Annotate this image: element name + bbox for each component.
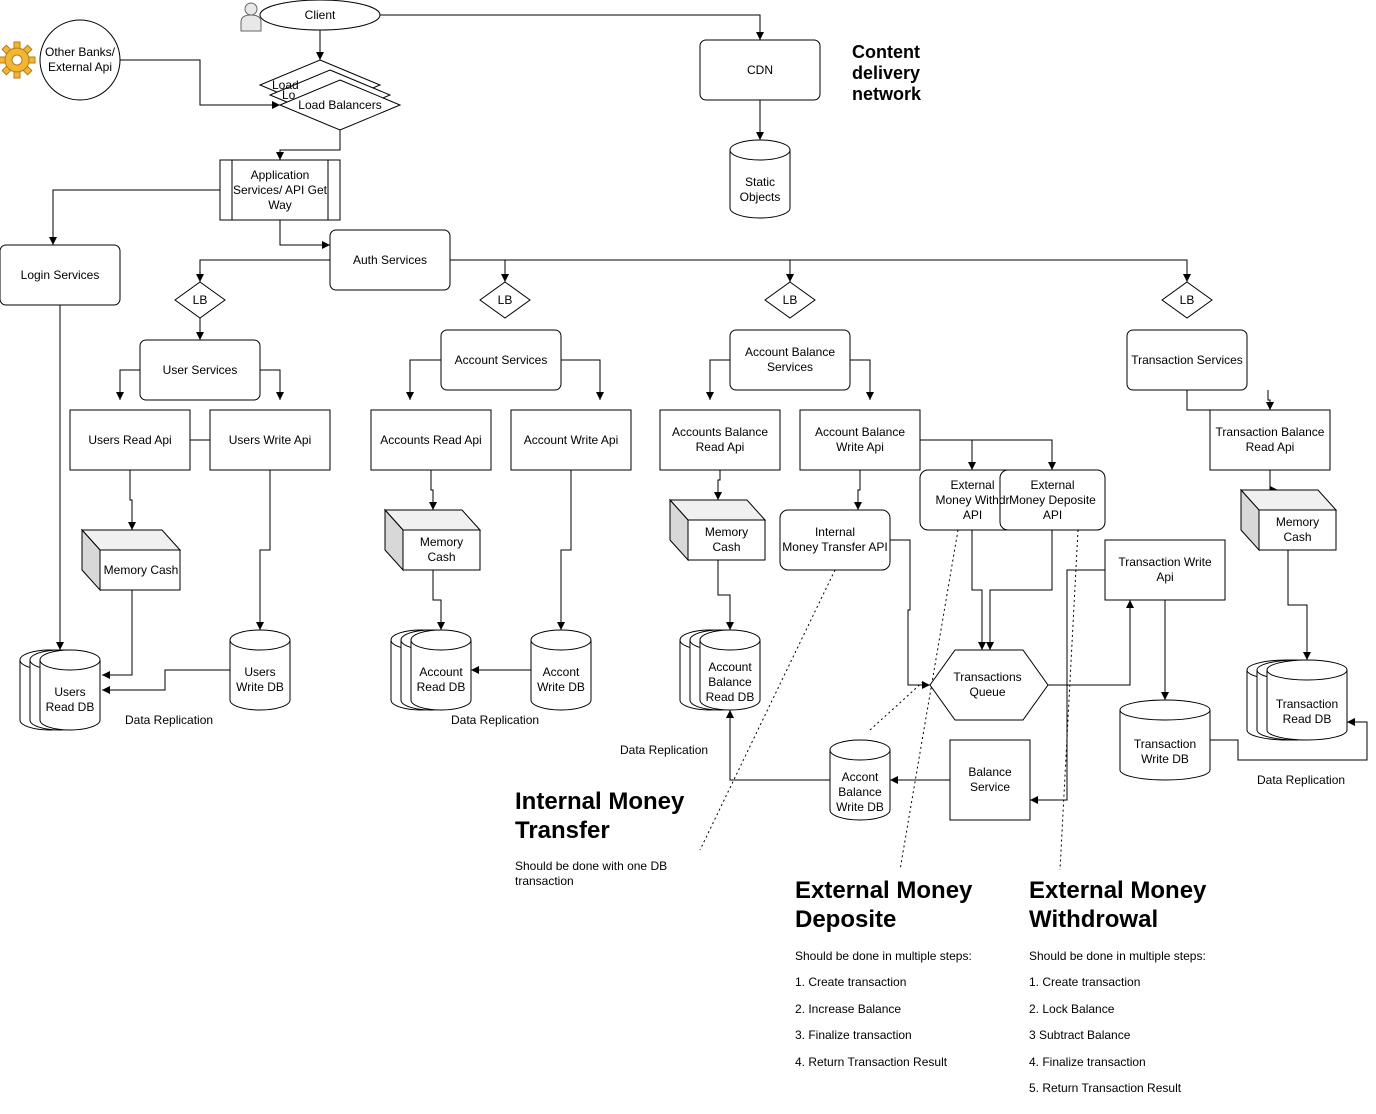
transaction-write-api-node[interactable]: Transaction Write Api [1118,555,1212,584]
other-banks-node[interactable]: Other Banks/ External Api [44,45,116,74]
load-balancers-node[interactable]: Load Balancers [298,97,382,112]
memory-cash-cube-transactions [1239,488,1338,552]
client-node[interactable]: Client [304,7,336,22]
cache-cubes [80,488,1338,592]
static-objects-db[interactable]: Static Objects [739,175,781,204]
withdrawal-step: 4. Finalize transaction [1029,1054,1146,1069]
deposite-step: 4. Return Transaction Result [795,1054,948,1069]
memory-cash-cube-accounts [383,508,482,572]
user-services-node[interactable]: User Services [162,362,238,377]
note-connectors [699,529,1079,871]
connectors [49,14,1368,804]
data-replication-label-transactions: Data Replication [1257,773,1346,787]
balance-service-node[interactable]: Balance Service [968,765,1012,794]
transaction-services-node[interactable]: Transaction Services [1131,352,1243,367]
auth-services-node[interactable]: Auth Services [352,252,428,267]
transactions-queue-node[interactable]: Transactions Queue [953,670,1022,699]
external-money-withdraw-api-node[interactable]: External Money Withdr API [935,477,1010,522]
gear-icon [0,41,36,79]
users-write-api-node[interactable]: Users Write Api [228,432,312,447]
memory-cash-users-node[interactable]: Memory Cash [103,562,179,577]
transaction-write-db[interactable]: Transaction Write DB [1133,737,1197,766]
person-icon [240,2,262,32]
account-write-api-node[interactable]: Account Write Api [523,432,619,447]
accounts-balance-read-api-node[interactable]: Accounts Balance Read Api [671,425,769,454]
data-replication-label-accounts: Data Replication [451,713,540,727]
data-replication-label-users: Data Replication [125,713,214,727]
transaction-read-db[interactable]: Transaction Read DB [1275,697,1339,726]
memory-cash-cube-users [80,528,182,592]
app-services-node[interactable]: Application Services/ API Get Way [232,167,328,212]
users-read-db[interactable]: Users Read DB [45,685,95,714]
withdrawal-step: 3 Subtract Balance [1029,1028,1131,1042]
withdrawal-step: 2. Lock Balance [1029,1001,1115,1016]
lb-account-node[interactable]: LB [497,292,513,307]
deposite-step: 1. Create transaction [795,975,907,989]
account-balance-services-node[interactable]: Account Balance Services [744,345,836,374]
internal-money-transfer-api-node[interactable]: Internal Money Transfer API [782,525,888,554]
account-services-node[interactable]: Account Services [454,352,548,367]
users-read-api-node[interactable]: Users Read Api [88,432,172,447]
deposite-step: 2. Increase Balance [795,1001,902,1016]
login-services-node[interactable]: Login Services [20,267,100,282]
accounts-read-api-node[interactable]: Accounts Read Api [380,432,482,447]
internal-transfer-note-title: Internal Money Transfer [515,788,685,844]
external-money-deposite-api-node[interactable]: External Money Deposite API [1009,477,1096,522]
account-read-db[interactable]: Account Read DB [416,665,466,694]
deposite-steps-list: 1. Create transaction 2. Increase Balanc… [795,975,947,1081]
withdrawal-note-text: Should be done in multiple steps: [1029,949,1206,963]
databases [19,629,1348,821]
deposite-step: 3. Finalize transaction [795,1028,912,1042]
account-write-db[interactable]: Accont Write DB [537,665,585,694]
lb-transaction-node[interactable]: LB [1179,292,1195,307]
internal-transfer-note-text: Should be done with one DB transaction [515,859,668,888]
memory-cash-balance-node[interactable]: Memory Cash [704,525,749,554]
data-replication-label-balance: Data Replication [620,743,709,757]
account-balance-read-db[interactable]: Account Balance Read DB [705,660,755,704]
withdrawal-step: 1. Create transaction [1029,975,1141,989]
lb-balance-node[interactable]: LB [782,292,798,307]
deposite-note-text: Should be done in multiple steps: [795,949,972,963]
cdn-title: Content delivery network [852,42,922,104]
withdrawal-note-title: External Money Withdrowal [1029,877,1207,933]
users-write-db[interactable]: Users Write DB [236,665,284,694]
memory-cash-cube-balance [668,498,767,562]
cdn-node[interactable]: CDN [747,62,773,77]
memory-cash-transactions-node[interactable]: Memory Cash [1275,515,1320,544]
memory-cash-accounts-node[interactable]: Memory Cash [419,535,464,564]
shapes [0,0,1331,821]
account-balance-write-db[interactable]: Accont Balance Write DB [836,770,884,814]
withdrawal-steps-list: 1. Create transaction 2. Lock Balance 3 … [1029,975,1181,1108]
withdrawal-step: 5. Return Transaction Result [1029,1081,1182,1095]
deposite-note-title: External Money Deposite [795,877,973,933]
load-balancer-back-label-2: Lo [282,87,296,102]
lb-user-node[interactable]: LB [192,292,208,307]
transaction-balance-read-api-node[interactable]: Transaction Balance Read Api [1215,425,1325,454]
load-balancer-back-label-1: Load [272,77,299,92]
account-balance-write-api-node[interactable]: Account Balance Write Api [814,425,906,454]
